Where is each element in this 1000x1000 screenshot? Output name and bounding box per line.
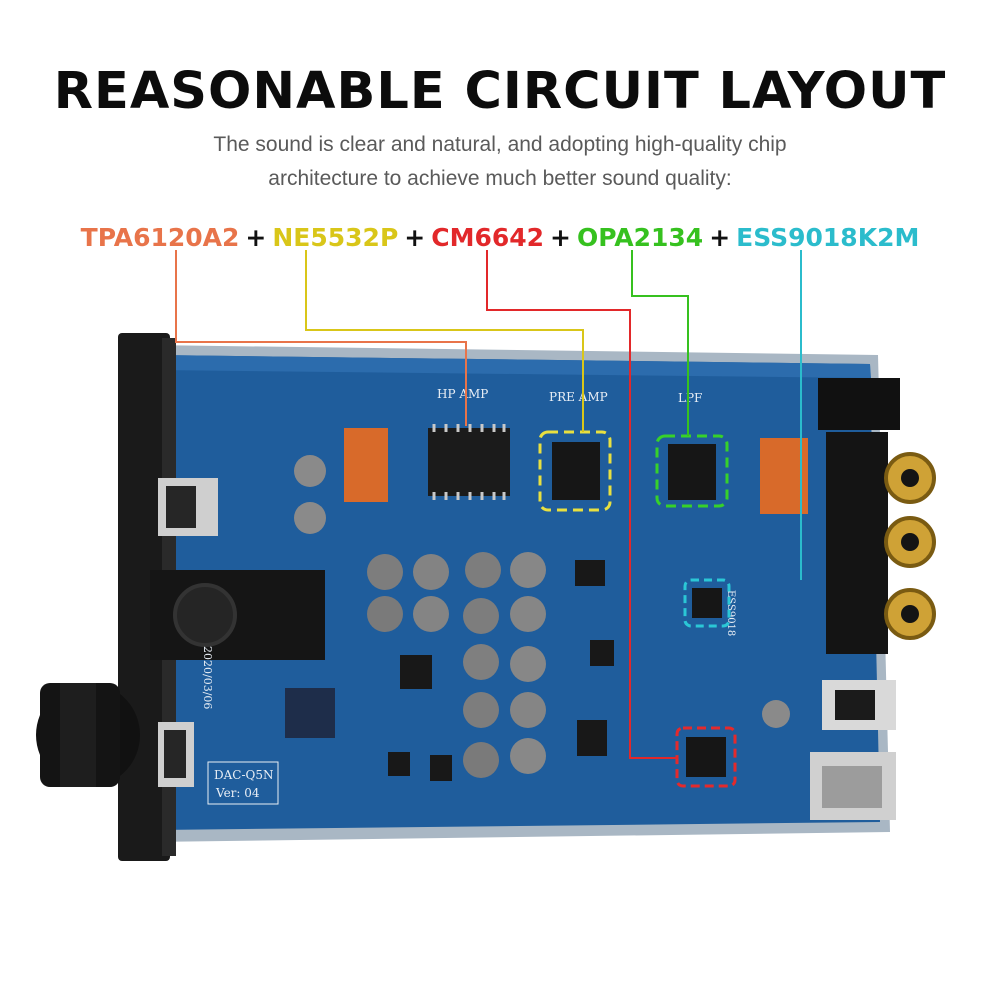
subtitle-line-1: The sound is clear and natural, and adop… [213,133,787,156]
leader-line-cm6642 [486,250,678,759]
subtitle-line-2: architecture to achieve much better soun… [268,167,732,190]
ic-small-1 [388,752,410,776]
silk-date: 2020/03/06 [201,646,214,709]
plus-sign: + [404,223,426,252]
ess9018k2m-chip [692,588,722,618]
relay-left [344,428,388,502]
plus-sign: + [245,223,267,252]
ic-main [285,688,335,738]
rca-jack-1-core [901,469,919,487]
ic-regulator-2 [577,720,607,756]
plus-sign: + [550,223,571,252]
headline: REASONABLE CIRCUIT LAYOUT [53,62,947,121]
cm6642-chip [686,737,726,777]
chip-label-ne5532p: NE5532P [272,223,399,252]
silk-lpf: LPF [678,391,702,405]
ne5532p-highlight [538,430,612,512]
rca-jack-3-core [901,605,919,623]
plus-sign: + [709,223,731,252]
rca-jack-2-core [901,533,919,551]
leader-line-tpa6120a2 [175,250,467,426]
silk-pre-amp: PRE AMP [549,390,608,404]
side-switch-rocker [164,730,186,778]
silk-model-box [207,761,279,805]
volume-knob-highlight [60,683,96,787]
headphone-jack-ring [173,583,237,647]
ic-regulator-3 [575,560,605,586]
chip-label-tpa6120a2: TPA6120A2 [80,223,240,252]
tpa6120a2-chip [428,428,510,496]
dc-jack [818,378,900,430]
silk-hp-amp: HP AMP [437,387,488,401]
tpa6120a2-pins [432,424,506,500]
leader-line-ne5532p [305,250,584,432]
ic-small-2 [430,755,452,781]
ess9018k2m-highlight [683,578,731,628]
ic-regulator-1 [400,655,432,689]
chip-label-ess9018k2m: ESS9018K2M [736,223,920,252]
power-switch-rocker [166,486,196,528]
silk-version: Ver: 04 [215,786,260,800]
silk-model: DAC-Q5N [214,768,274,782]
opa2134-chip [668,444,716,500]
chip-list: TPA6120A2+NE5532P+CM6642+OPA2134+ESS9018… [0,223,1000,252]
ic-regulator-4 [590,640,614,666]
leader-line-opa2134 [631,250,689,436]
usb-input-port [822,766,882,808]
rca-block [826,432,888,654]
opa2134-highlight [655,434,729,508]
chip-label-opa2134: OPA2134 [576,223,704,252]
chip-label-cm6642: CM6642 [431,223,545,252]
ne5532p-chip [552,442,600,500]
capacitor-grid [294,455,790,778]
pcb-top-edge [158,355,871,378]
optical-input-port [835,690,875,720]
